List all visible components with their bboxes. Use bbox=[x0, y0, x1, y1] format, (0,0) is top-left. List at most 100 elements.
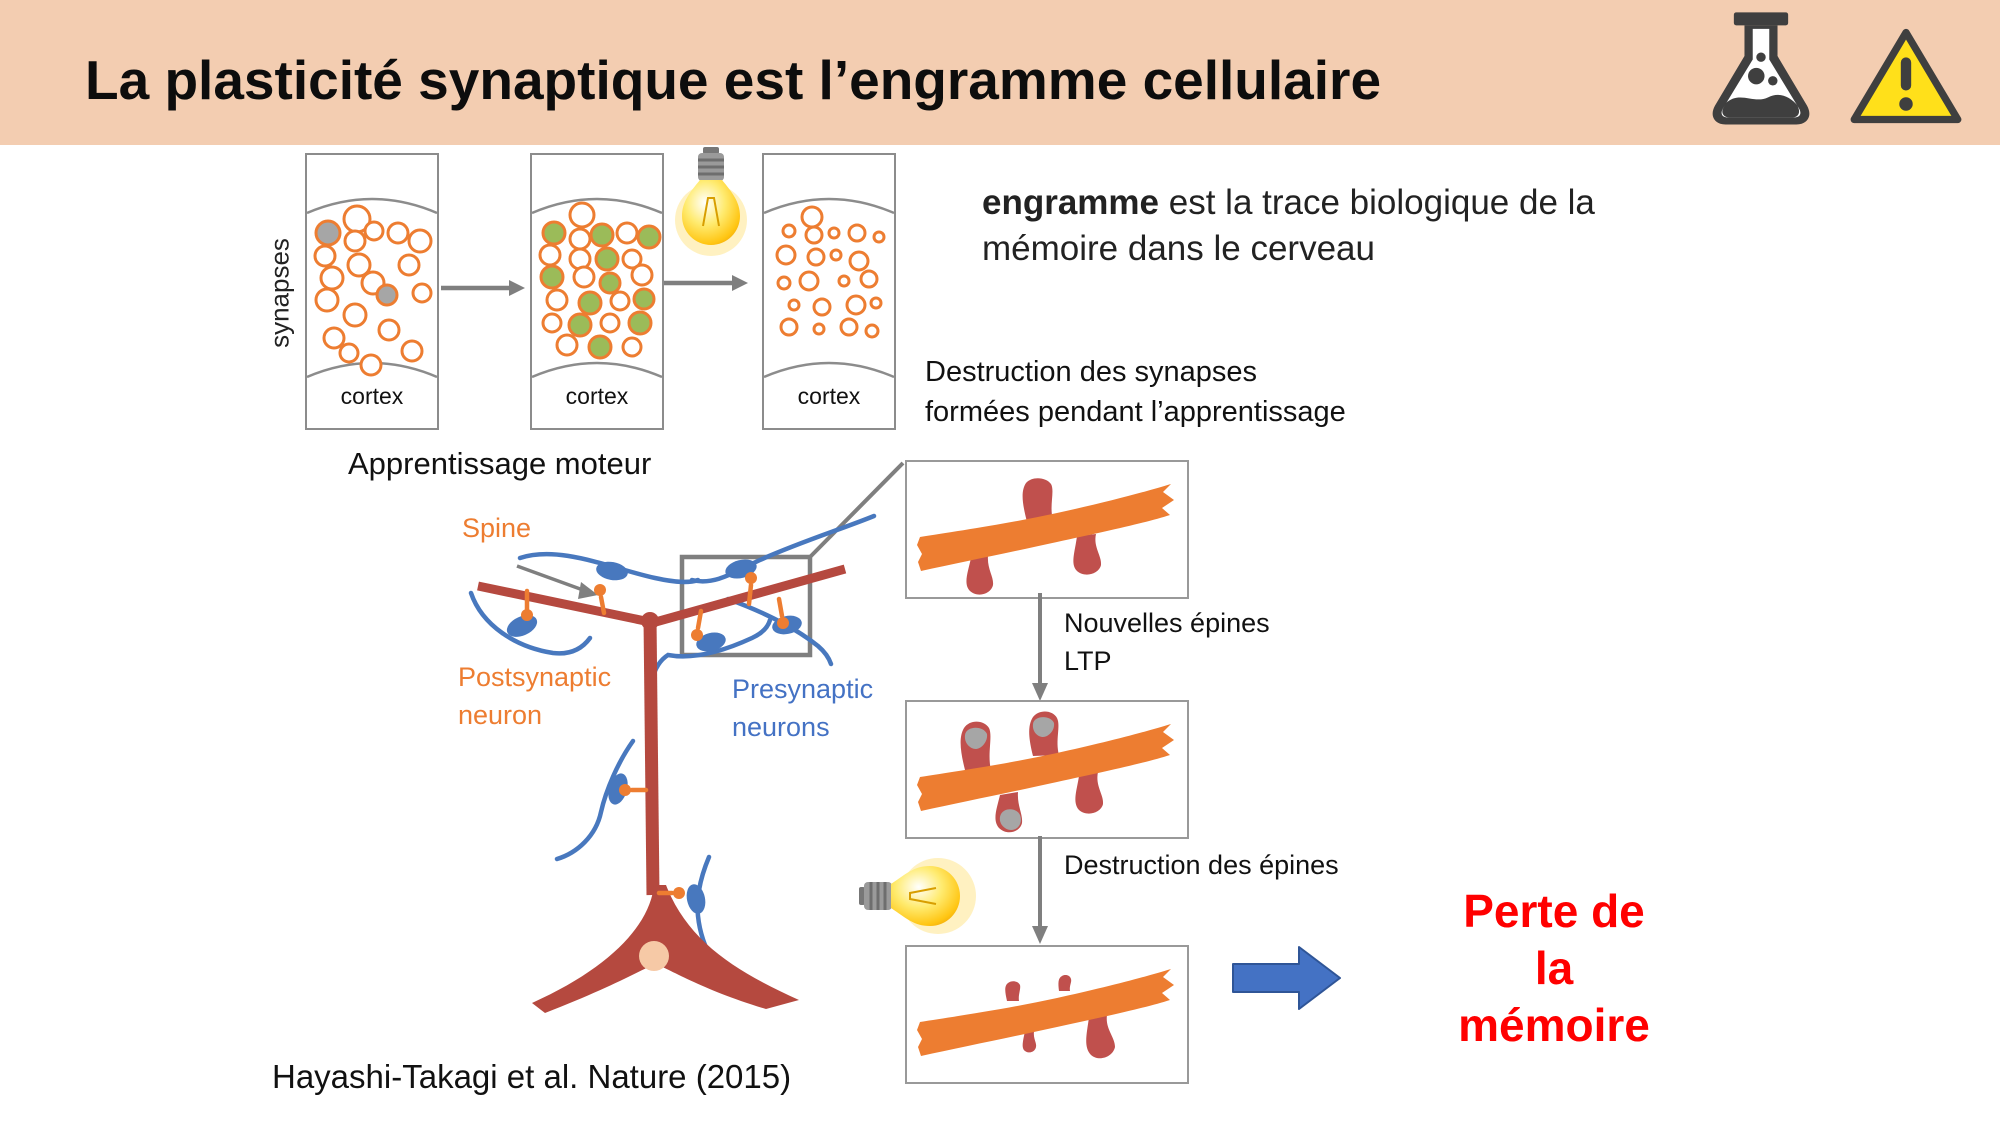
arrow-down-icon bbox=[1032, 836, 1048, 944]
cortex-label: cortex bbox=[340, 383, 404, 409]
flask-icon bbox=[1712, 12, 1810, 125]
synapse-circle bbox=[827, 226, 841, 240]
cortex-diagram-destroyed bbox=[764, 197, 894, 379]
synapse-circle bbox=[313, 244, 337, 268]
synapse-circle bbox=[632, 287, 656, 311]
synapse-circle bbox=[621, 248, 643, 270]
lightbulb-icon bbox=[859, 858, 976, 934]
synapse-circle bbox=[343, 229, 367, 253]
synapse-circle bbox=[837, 274, 851, 288]
blue-block-arrow-icon bbox=[1232, 946, 1341, 1010]
cortex-box-destroyed: cortex bbox=[762, 153, 896, 430]
dendrite-panel-memory-loss bbox=[905, 945, 1189, 1084]
dendrite-segment-initial bbox=[917, 478, 1174, 595]
synapse-circle bbox=[411, 282, 433, 304]
dendrite-panel-initial bbox=[905, 460, 1189, 599]
warning-icon bbox=[1850, 28, 1962, 124]
synapse-circle bbox=[545, 288, 569, 312]
spine-destruction-label: Destruction des épines bbox=[1064, 850, 1339, 880]
synapse-circle bbox=[538, 243, 562, 267]
cortex-box-before: cortex bbox=[305, 153, 439, 430]
synapse-circle bbox=[609, 290, 631, 312]
dendrite-segment-memory-loss bbox=[917, 969, 1174, 1059]
synapse-circle bbox=[621, 336, 643, 358]
synapse-circle bbox=[848, 250, 870, 272]
synapse-circle bbox=[589, 222, 615, 248]
neuron-nucleus bbox=[639, 941, 669, 971]
engramme-word: engramme bbox=[982, 183, 1160, 222]
engramme-definition: engramme est la trace biologique de la m… bbox=[982, 180, 1595, 272]
motor-learning-caption: Apprentissage moteur bbox=[348, 446, 652, 481]
inset-box bbox=[679, 554, 813, 658]
synapse-circle bbox=[798, 270, 820, 292]
synapse-circle bbox=[541, 312, 563, 334]
synapse-circle bbox=[342, 302, 368, 328]
synapse-circle bbox=[776, 275, 792, 291]
cortex-diagram-before bbox=[307, 197, 437, 379]
synapse-circle bbox=[567, 312, 593, 338]
synapse-circle bbox=[568, 201, 596, 229]
slide-title: La plasticité synaptique est l’engramme … bbox=[85, 49, 1382, 111]
synapses-axis-label: synapses bbox=[264, 238, 295, 348]
synapse-circle bbox=[322, 326, 346, 350]
engramme-rest: est la trace biologique de la bbox=[1159, 183, 1595, 222]
spine-pointer-arrow bbox=[516, 564, 584, 592]
synapse-circle bbox=[577, 290, 603, 316]
arrow-right-icon bbox=[664, 275, 748, 291]
synapse-circle bbox=[812, 297, 832, 317]
synapse-circle bbox=[319, 265, 345, 291]
neuron-diagram bbox=[468, 461, 905, 1013]
synapse-circle bbox=[400, 339, 424, 363]
synapse-circle bbox=[572, 265, 596, 289]
synapse-circle bbox=[869, 296, 883, 310]
ltp-new-spines-label: Nouvelles épines LTP bbox=[1064, 608, 1270, 676]
dendrite-segment-ltp bbox=[917, 711, 1174, 833]
synapse-circle bbox=[359, 353, 383, 377]
synapse-circle bbox=[386, 221, 410, 245]
synapse-circle bbox=[779, 317, 799, 337]
synapse-circle bbox=[338, 342, 360, 364]
synapse-circle bbox=[781, 223, 797, 239]
synapse-circle bbox=[598, 271, 622, 295]
cortex-box-learning: cortex bbox=[530, 153, 664, 430]
presynaptic-neuron-bodies bbox=[506, 559, 802, 914]
synapse-circle bbox=[377, 318, 401, 342]
engramme-line2: mémoire dans le cerveau bbox=[982, 229, 1375, 268]
synapse-circle bbox=[363, 220, 385, 242]
arrow-right-icon bbox=[441, 280, 525, 296]
synapse-circle bbox=[804, 225, 824, 245]
inset-connector-line bbox=[808, 461, 905, 559]
header-band: La plasticité synaptique est l’engramme … bbox=[0, 0, 2000, 145]
synapse-circle bbox=[806, 247, 826, 267]
synapse-circle bbox=[839, 317, 859, 337]
synapse-circle bbox=[314, 287, 340, 313]
synapse-circle bbox=[864, 323, 880, 339]
synapse-circle bbox=[594, 246, 620, 272]
dendrite-panel-ltp bbox=[905, 700, 1189, 839]
synapse-circle bbox=[627, 310, 653, 336]
synapse-circle bbox=[812, 322, 826, 336]
synapse-circle bbox=[375, 283, 399, 307]
synapse-circle bbox=[615, 221, 639, 245]
dendritic-spines bbox=[521, 572, 789, 899]
synapse-circle bbox=[829, 248, 843, 262]
destruction-synapses-note: Destruction des synapses formées pendant… bbox=[925, 356, 1346, 428]
synapse-circle bbox=[539, 264, 565, 290]
synapse-circle bbox=[775, 244, 797, 266]
spine-label: Spine bbox=[462, 513, 532, 543]
synapse-circle bbox=[636, 224, 662, 250]
synapse-circle bbox=[314, 219, 342, 247]
presynaptic-axons bbox=[468, 513, 877, 962]
synapse-circle bbox=[599, 312, 621, 334]
synapse-circle bbox=[587, 334, 613, 360]
cortex-label: cortex bbox=[565, 383, 629, 409]
citation: Hayashi-Takagi et al. Nature (2015) bbox=[272, 1058, 792, 1095]
synapse-circle bbox=[859, 269, 879, 289]
synapse-circle bbox=[397, 253, 421, 277]
cortex-label: cortex bbox=[797, 383, 861, 409]
synapse-circle bbox=[845, 294, 867, 316]
lightbulb-icon bbox=[675, 147, 747, 256]
synapse-circle bbox=[541, 220, 567, 246]
synapse-circle bbox=[630, 263, 654, 287]
